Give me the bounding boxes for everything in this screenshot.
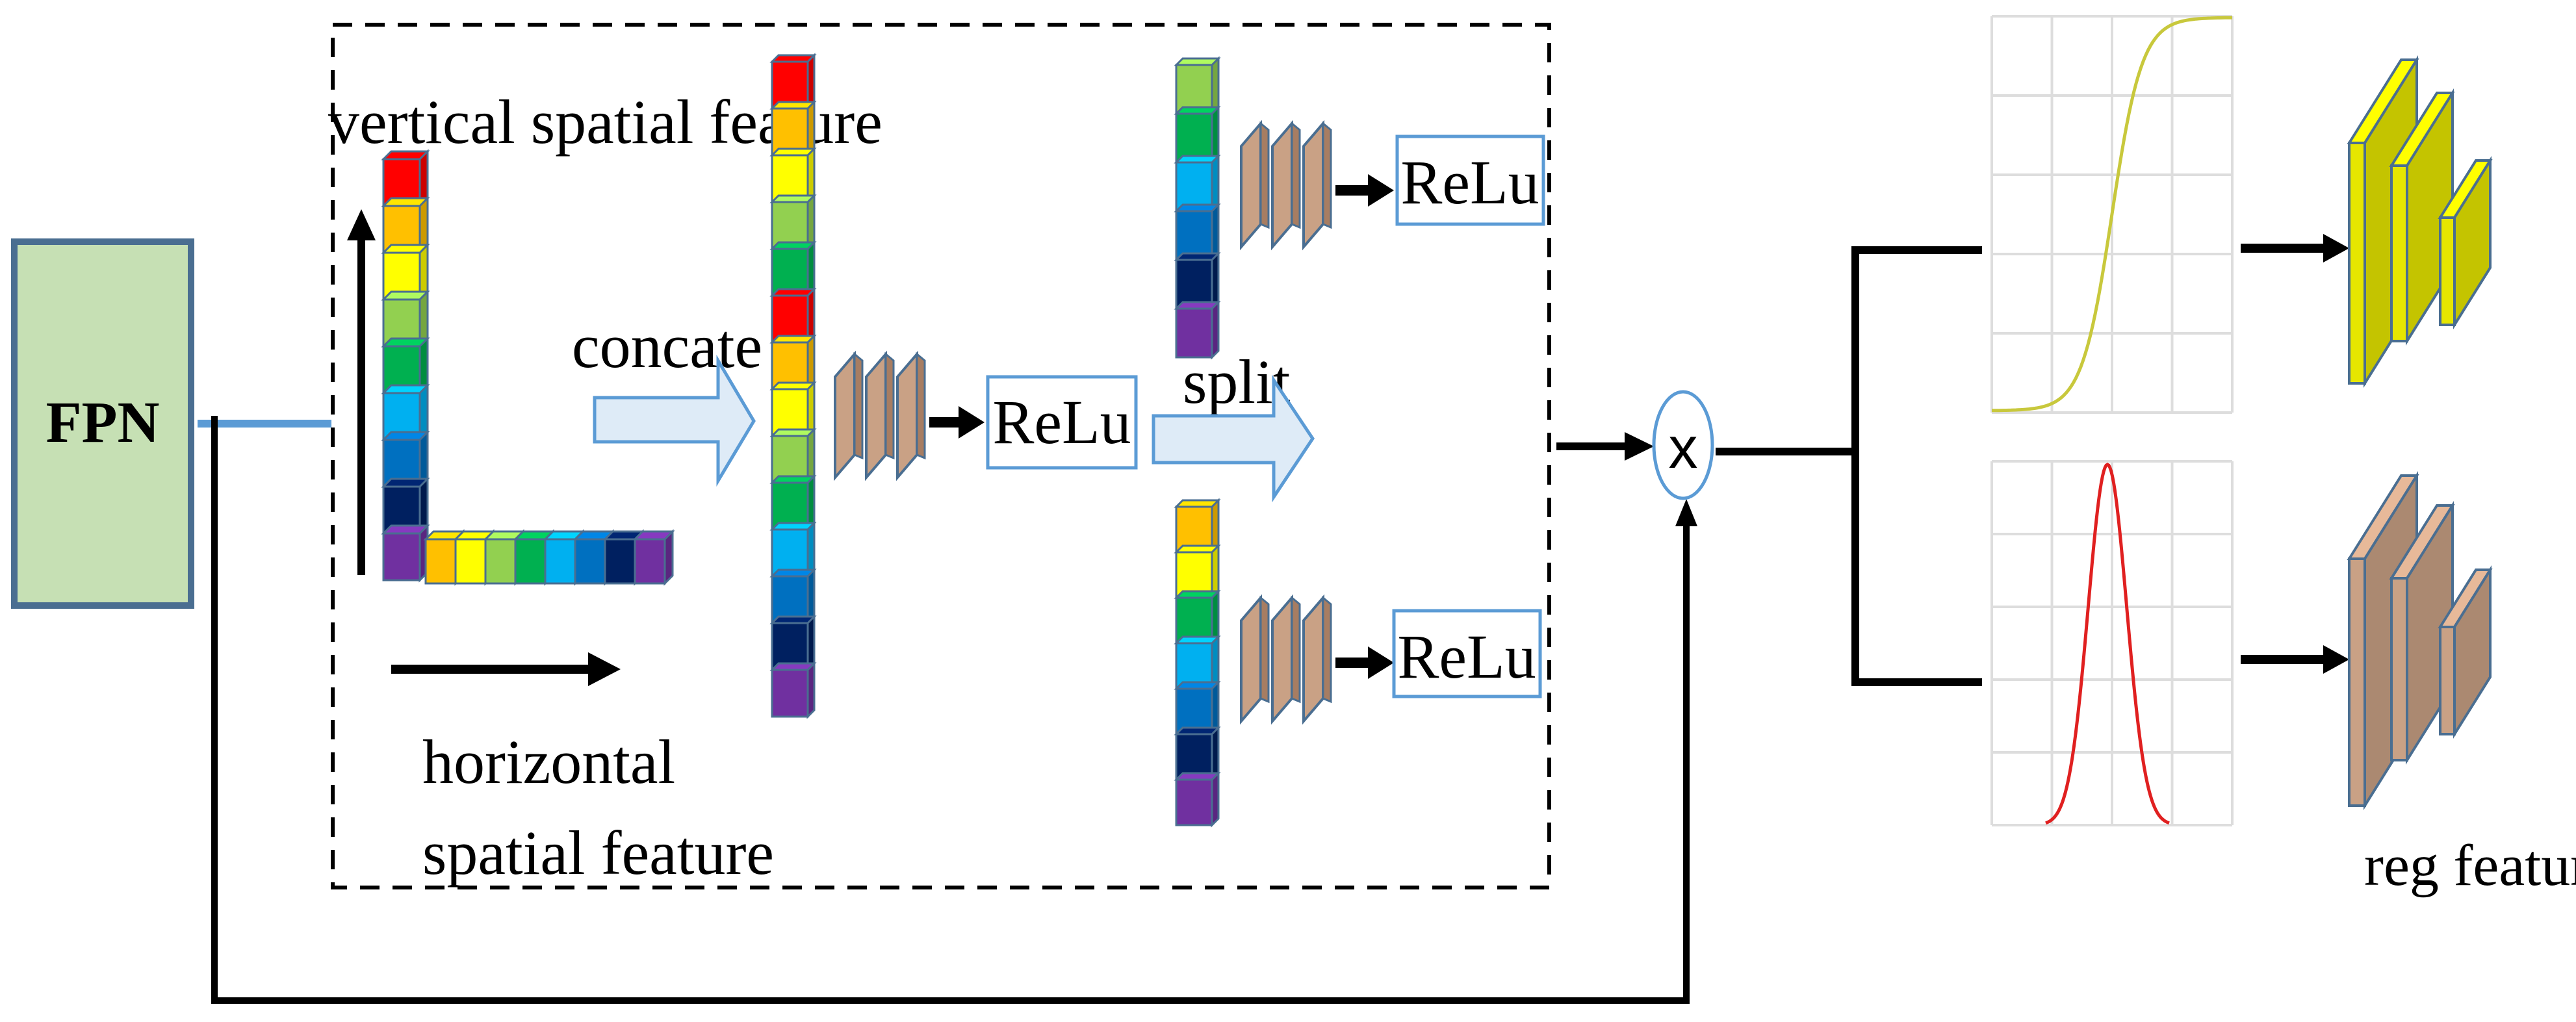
multiply-node [1652,390,1714,500]
feature-cell [769,520,817,579]
feature-cell [769,661,817,719]
feature-cell [769,567,817,626]
relu-bottom-box [1392,609,1542,698]
conv-slab [1302,120,1324,251]
conv-slab [1302,594,1324,725]
feature-cell [1174,634,1221,691]
feature-block [2438,565,2493,739]
fpn-box [11,238,194,609]
skip-connection-line [211,416,1690,1004]
feature-cell [1174,589,1221,646]
vertical-arrowhead [347,209,376,240]
multiply-label: x [1669,416,1698,481]
feature-cell [769,193,817,251]
conv-to-relu-arrowhead [959,406,985,439]
feature-cell [381,523,430,583]
feature-cell [1174,498,1221,555]
horizontal-arrowhead [588,652,621,686]
feature-block [2438,156,2493,329]
conv-slab [1271,594,1293,725]
horizontal-feature-label-1: horizontal [422,727,675,797]
concate-label: concate [572,311,762,381]
conv-top-arrowhead [1368,174,1394,207]
split-top-column [1174,56,1221,360]
feature-cell [1174,105,1221,165]
concate-arrow [593,354,756,487]
relu-bottom-label: ReLu [1397,622,1536,691]
feature-cell [769,474,817,532]
horizontal-feature-label-2: spatial feature [422,818,774,888]
conv-bottom-arrowhead [1368,646,1394,679]
reg-features-label: reg features [2364,834,2576,898]
conv-layers-top [1240,120,1332,251]
feature-cell [632,529,675,586]
skip-arrowhead [1675,499,1697,526]
feature-cell [769,380,817,439]
conv-slab [1271,120,1293,251]
reg-feature-blocks [2347,471,2493,810]
feature-cell [769,614,817,672]
feature-cell [1174,543,1221,600]
feature-cell [769,287,817,345]
relu-main-box [986,375,1138,470]
cls-feature-blocks [2347,55,2493,388]
relu-top-box [1395,134,1545,226]
horizontal-feature-row [423,529,675,586]
conv-layers-bottom [1240,594,1332,725]
fork-lines [1851,246,1982,686]
feature-cell [1174,202,1221,262]
split-arrow [1152,374,1315,503]
vertical-feature-stack [381,149,430,583]
feature-cell [769,53,817,111]
concat-feature-column [769,53,817,719]
cls-arrowhead [2323,234,2349,262]
split-bottom-column [1174,498,1221,828]
conv-slab [1240,594,1262,725]
feature-cell [1174,680,1221,737]
feature-cell [769,146,817,205]
reg-arrowhead [2323,645,2349,674]
relu-top-label: ReLu [1400,147,1539,217]
feature-cell [1174,153,1221,214]
conv-slab [834,350,856,481]
feature-cell [769,427,817,485]
conv-slab [865,350,887,481]
module-output-arrowhead [1625,432,1654,461]
conv-slab [1240,120,1262,251]
feature-cell [1174,56,1221,116]
feature-cell [1174,251,1221,311]
feature-cell [769,333,817,392]
sigmoid-curve [1992,16,2232,413]
gaussian-curve [2045,463,2170,825]
feature-cell [1174,300,1221,360]
feature-cell [1174,725,1221,782]
gaussian-plot [1989,460,2234,826]
conv-layers-main [834,350,926,481]
relu-main-label: ReLu [992,387,1131,457]
fpn-label: FPN [46,390,160,455]
sigmoid-plot [1989,15,2234,414]
feature-cell [1174,771,1221,828]
conv-slab [896,350,918,481]
feature-cell [769,240,817,298]
feature-cell [769,99,817,158]
